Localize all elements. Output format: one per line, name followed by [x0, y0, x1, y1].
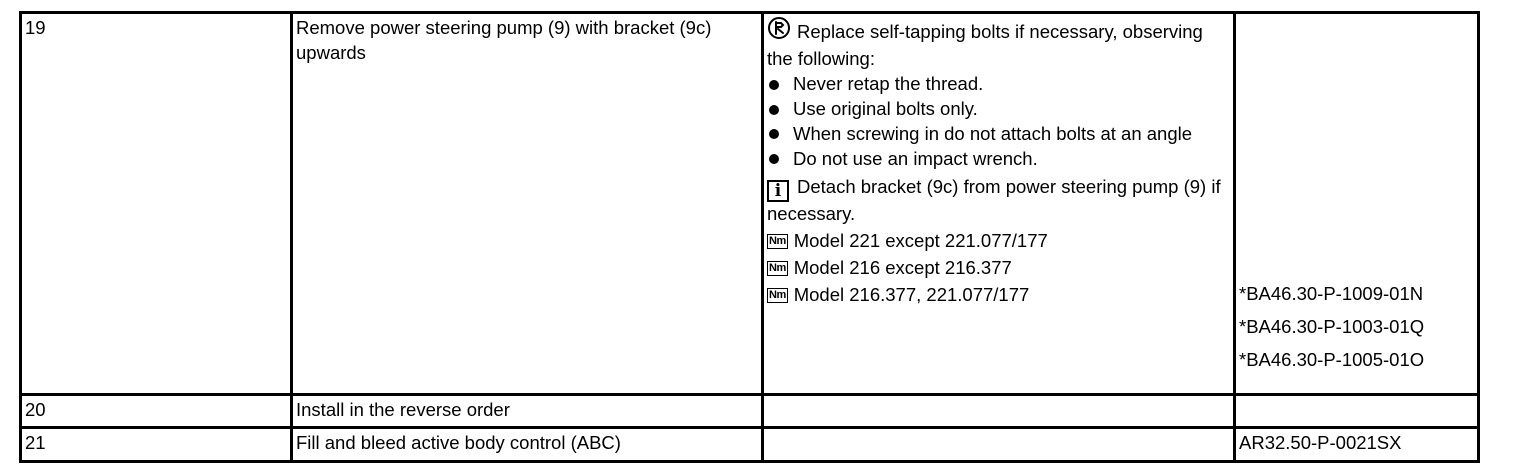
step-refs: [1233, 393, 1480, 429]
step-number: 21: [19, 426, 293, 463]
list-item: Never retap the thread.: [767, 72, 1230, 97]
step-action: Fill and bleed active body control (ABC): [290, 426, 764, 463]
step-number: 19: [19, 11, 293, 396]
torque-nm-icon: Nm: [767, 233, 788, 249]
ref-link[interactable]: *BA46.30-P-1009-01N: [1239, 283, 1424, 304]
step-action: Remove power steering pump (9) with brac…: [290, 11, 764, 396]
bullet-icon: [769, 154, 779, 165]
ref-link[interactable]: *BA46.30-P-1003-01Q: [1239, 315, 1425, 337]
step-notes: [761, 426, 1236, 463]
bolt-warning-icon: [767, 16, 791, 47]
torque-nm-icon: Nm: [767, 260, 788, 276]
ref-link[interactable]: *BA46.30-P-1005-01O: [1239, 348, 1425, 370]
table-row: 19 Remove power steering pump (9) with b…: [19, 11, 1480, 396]
list-item: Use original bolts only.: [767, 97, 1230, 122]
info-text: Detach bracket (9c) from power steering …: [767, 175, 1221, 224]
table-row: 20 Install in the reverse order: [19, 393, 1480, 429]
step-notes: [761, 393, 1236, 429]
bullet-icon: [769, 104, 779, 115]
ref-link[interactable]: AR32.50-P-0021SX: [1233, 426, 1480, 463]
list-item: When screwing in do not attach bolts at …: [767, 122, 1230, 147]
bullet-icon: [769, 79, 779, 90]
torque-nm-icon: Nm: [767, 287, 788, 303]
step-notes: Replace self-tapping bolts if necessary,…: [761, 11, 1236, 396]
table-row: 21 Fill and bleed active body control (A…: [19, 426, 1480, 463]
step-action: Install in the reverse order: [290, 393, 764, 429]
step-refs: *BA46.30-P-1009-01N *BA46.30-P-1003-01Q …: [1233, 11, 1480, 396]
list-item: Do not use an impact wrench.: [767, 147, 1230, 172]
procedure-table: 19 Remove power steering pump (9) with b…: [19, 11, 1480, 463]
step-number: 20: [19, 393, 293, 429]
warning-text: Replace self-tapping bolts if necessary,…: [767, 21, 1203, 69]
info-icon: i: [767, 179, 789, 202]
bullet-icon: [769, 129, 779, 140]
